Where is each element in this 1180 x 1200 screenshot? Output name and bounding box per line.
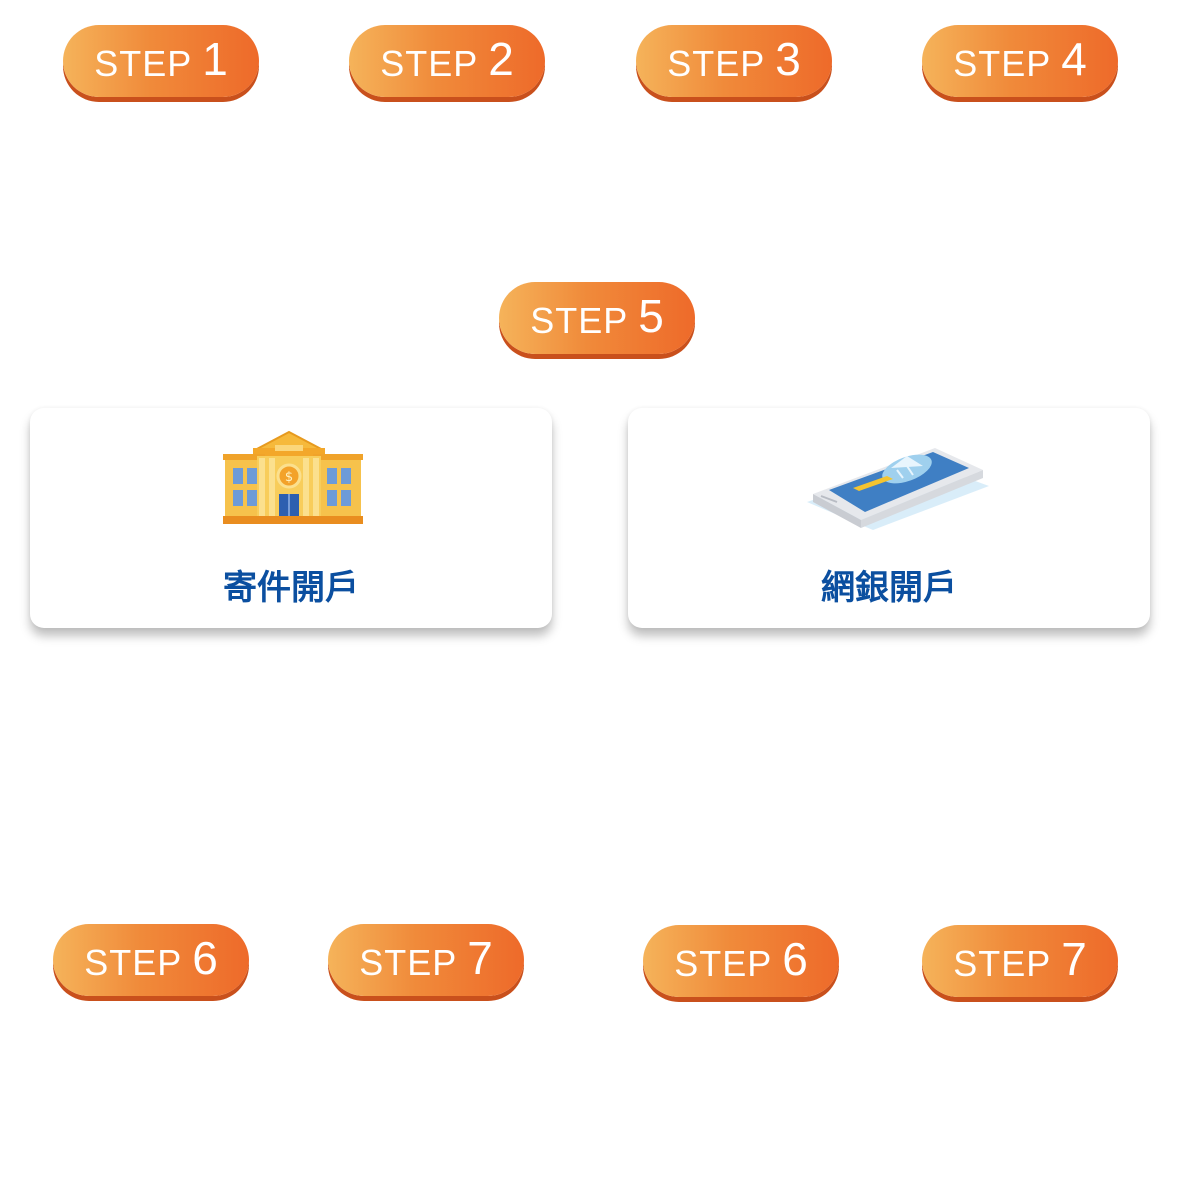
step-word: STEP: [380, 43, 479, 84]
step-number: 2: [488, 33, 514, 85]
step-7-badge-mail: STEP 7: [328, 924, 524, 996]
step-5-badge: STEP 5: [499, 282, 695, 354]
online-banking-account-opening-card[interactable]: 網銀開戶: [628, 408, 1150, 628]
step-number: 4: [1061, 33, 1087, 85]
step-word: STEP: [359, 942, 458, 983]
step-number: 6: [782, 933, 808, 985]
step-1-badge: STEP 1: [63, 25, 259, 97]
step-number: 3: [775, 33, 801, 85]
step-word: STEP: [94, 43, 193, 84]
step-word: STEP: [953, 943, 1052, 984]
step-word: STEP: [667, 43, 766, 84]
step-number: 1: [202, 33, 228, 85]
step-4-badge: STEP 4: [922, 25, 1118, 97]
step-number: 7: [467, 932, 493, 984]
step-word: STEP: [530, 300, 629, 341]
bank-building-icon: $: [223, 430, 363, 524]
step-word: STEP: [953, 43, 1052, 84]
step-3-badge: STEP 3: [636, 25, 832, 97]
step-7-badge-online: STEP 7: [922, 925, 1118, 997]
step-word: STEP: [84, 942, 183, 983]
step-number: 6: [192, 932, 218, 984]
svg-text:$: $: [285, 470, 293, 485]
step-word: STEP: [674, 943, 773, 984]
mail-account-opening-label: 寄件開戶: [223, 568, 359, 608]
step-6-badge-mail: STEP 6: [53, 924, 249, 996]
online-banking-account-opening-label: 網銀開戶: [821, 568, 957, 608]
step-6-badge-online: STEP 6: [643, 925, 839, 997]
step-number: 7: [1061, 933, 1087, 985]
step-2-badge: STEP 2: [349, 25, 545, 97]
mail-account-opening-card[interactable]: $ 寄件開戶: [30, 408, 552, 628]
mobile-banking-phone-icon: [807, 448, 989, 530]
step-number: 5: [638, 290, 664, 342]
